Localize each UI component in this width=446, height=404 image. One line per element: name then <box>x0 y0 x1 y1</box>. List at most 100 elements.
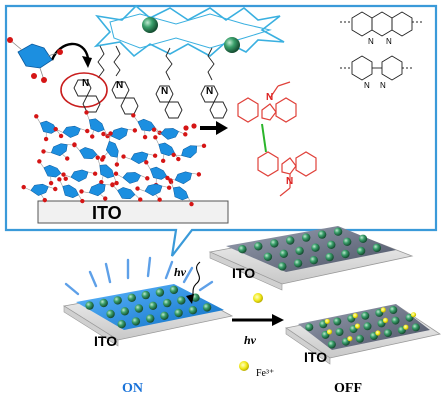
nanoparticle-sphere <box>383 329 392 338</box>
nanoparticle-sphere <box>238 245 247 254</box>
flake <box>34 114 64 142</box>
nanoparticle-sphere <box>146 314 155 323</box>
nanoparticle-sphere <box>270 239 279 248</box>
nanoparticle-sphere <box>163 298 172 308</box>
bipyridine-structure <box>340 55 414 81</box>
bpy-n-right: N <box>380 81 386 90</box>
nanoparticle-sphere <box>131 317 141 326</box>
ito-on-label: ITO <box>94 333 117 349</box>
flake <box>113 171 150 184</box>
nanoparticle-sphere <box>293 259 303 268</box>
nanoparticle-sphere <box>333 227 343 236</box>
flake <box>153 135 181 164</box>
flake <box>41 142 77 161</box>
nanoparticle-sphere <box>327 340 336 349</box>
flake <box>110 182 143 202</box>
nanoparticle-sphere <box>188 306 198 315</box>
flake <box>37 159 68 186</box>
curved-arrow-head <box>82 56 92 68</box>
fe-ion-dot <box>403 324 409 330</box>
phen-n-right: N <box>386 37 392 46</box>
nanoparticle-sphere <box>356 246 366 256</box>
fe-ion-legend <box>239 361 249 371</box>
flake <box>135 183 172 202</box>
nanoparticle-sphere <box>155 288 165 297</box>
fe-ion-dot <box>410 312 417 318</box>
nanoparticle-sphere <box>311 243 320 252</box>
hv-incident-label: hν <box>174 265 187 279</box>
scattered-flakes <box>21 110 207 207</box>
off-label: OFF <box>334 381 362 396</box>
nanoparticle-sphere <box>355 334 364 343</box>
fe-ion-above-arrow <box>253 293 263 303</box>
nanoparticle-sphere <box>305 323 314 332</box>
nanoparticle-sphere <box>169 285 179 295</box>
nanoparticle-sphere <box>327 240 336 249</box>
nanoparticle-sphere <box>361 311 370 320</box>
fe-ion-dot <box>326 329 333 335</box>
nanoparticle-sphere <box>411 323 420 332</box>
nanoparticle-sphere <box>302 233 311 242</box>
nanoparticle-sphere <box>389 306 398 314</box>
svg-text:N: N <box>82 78 89 89</box>
hv-arrow-label: hν <box>244 333 257 347</box>
ito-bar-label: ITO <box>92 203 122 223</box>
nanoparticle-sphere <box>263 252 273 261</box>
nanoparticle-sphere-right <box>224 37 240 53</box>
carbazole-dimer <box>237 81 317 197</box>
on-label: ON <box>122 381 143 396</box>
nanoparticle-sphere <box>295 246 304 255</box>
nanoparticle-sphere <box>113 296 122 305</box>
nanoparticle-sphere <box>333 317 342 326</box>
nanoparticle-sphere <box>85 301 94 310</box>
nanoparticle-sphere <box>335 328 344 336</box>
nanoparticle-sphere <box>160 311 169 320</box>
flake <box>101 127 138 141</box>
ito-plate-top <box>208 226 414 291</box>
nanoparticle-sphere <box>134 304 144 313</box>
red-dot-b <box>191 123 197 129</box>
nanoparticle-sphere <box>286 236 295 245</box>
nanoparticle-sphere <box>117 320 126 329</box>
heterocycle-circled: N <box>60 72 108 113</box>
flake <box>168 178 194 207</box>
nanoparticle-sphere <box>363 322 372 331</box>
flake <box>151 127 188 140</box>
ito-off-label: ITO <box>304 349 327 365</box>
flake <box>95 155 119 186</box>
arrow-to-carbazole-head <box>216 121 228 135</box>
ito-top-label: ITO <box>232 265 255 281</box>
nanoparticle-sphere <box>99 298 108 308</box>
nanoparticle-sphere <box>127 293 136 302</box>
nitrogen-label-2: N <box>116 80 123 91</box>
phenanthroline-structure <box>340 11 424 37</box>
nanoparticle-sphere <box>278 262 287 271</box>
emission-rays <box>64 256 214 296</box>
red-dot-a <box>183 125 189 131</box>
flake <box>171 143 207 159</box>
phen-n-left: N <box>368 37 374 46</box>
carbazole-n-bottom: N <box>286 176 293 187</box>
flake <box>57 177 85 204</box>
nanoparticle-sphere <box>106 309 115 319</box>
nanoparticle-sphere <box>120 307 129 316</box>
nanoparticle-sphere <box>254 242 263 251</box>
flake <box>121 151 158 165</box>
nanoparticle-sphere <box>141 290 150 300</box>
fe-ion-dot <box>380 307 386 313</box>
heterocycle-unit-4 <box>200 85 228 119</box>
flake <box>21 183 58 203</box>
fe-ion-dot <box>375 330 381 336</box>
nanoparticle-sphere <box>358 234 368 243</box>
nitrogen-label-4: N <box>206 86 213 97</box>
nanoparticle-sphere <box>202 303 212 312</box>
nanoparticle-sphere <box>279 249 288 258</box>
nanoparticle-sphere <box>309 256 318 265</box>
fe-ion-dot <box>354 323 361 329</box>
incident-light-head <box>186 294 194 304</box>
carbazole-n-top: N <box>266 92 273 103</box>
nanoparticle-sphere <box>177 296 186 305</box>
nanoparticle-sphere <box>148 301 158 310</box>
fe-ion-dot <box>347 336 353 342</box>
